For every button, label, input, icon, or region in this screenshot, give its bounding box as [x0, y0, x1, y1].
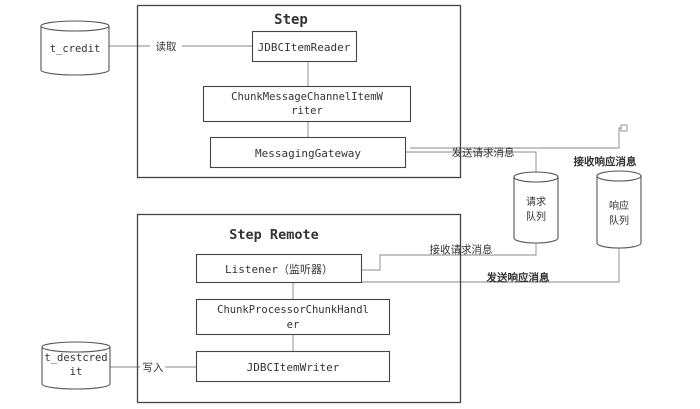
- chunk-writer-label-line1: ChunkMessageChannelItemW: [231, 91, 383, 103]
- junction-marker: [620, 124, 628, 132]
- read-label: 读取: [156, 40, 177, 53]
- chunk-processor-chunk-handler-box: [195, 298, 391, 336]
- jdbc-item-reader-label: JDBCItemReader: [258, 41, 351, 54]
- t-credit-database: t_credit: [40, 20, 110, 76]
- messaging-gateway-label: MessagingGateway: [255, 147, 361, 160]
- step-container: [136, 4, 462, 179]
- t-destcredit-database: t_destcred it: [41, 341, 111, 390]
- response-queue-label-line2: 队列: [609, 214, 629, 227]
- listener-box: [195, 253, 363, 284]
- messaging-gateway-box: [209, 136, 407, 169]
- response-queue-label-line1: 响应: [609, 199, 629, 212]
- jdbc-item-writer-label: JDBCItemWriter: [247, 361, 340, 374]
- request-queue: 请求 队列: [513, 171, 559, 244]
- send-response-connector: [362, 248, 620, 283]
- step-title: Step: [274, 12, 308, 28]
- chunk-message-channel-item-writer-box: [202, 85, 412, 123]
- connectors: [109, 45, 626, 368]
- receive-request-connector: [362, 243, 537, 271]
- listener-label: Listener（监听器）: [225, 263, 333, 276]
- receive-request-label: 接收请求消息: [430, 243, 493, 256]
- t-destcredit-label-line2: it: [70, 366, 83, 378]
- request-queue-label-line2: 队列: [526, 210, 546, 223]
- chunk-writer-label-line2: riter: [291, 105, 323, 117]
- send-response-label: 发送响应消息: [486, 271, 550, 284]
- chunk-handler-label-line2: er: [287, 319, 300, 331]
- t-destcredit-label-line1: t_destcred: [44, 352, 107, 364]
- jdbc-item-writer-box: [195, 350, 391, 383]
- receive-response-connector: [410, 127, 626, 149]
- write-label: 写入: [143, 362, 164, 374]
- request-queue-label-line1: 请求: [526, 195, 546, 208]
- receive-response-label: 接收响应消息: [574, 155, 637, 168]
- send-request-label: 发送请求消息: [452, 146, 515, 159]
- t-credit-label: t_credit: [50, 43, 101, 55]
- response-queue: 响应 队列: [596, 170, 642, 249]
- step-remote-title: Step Remote: [229, 227, 318, 243]
- chunk-handler-label-line1: ChunkProcessorChunkHandl: [217, 304, 369, 316]
- send-request-connector: [405, 151, 537, 172]
- jdbc-item-reader-box: [251, 30, 358, 63]
- step-remote-container: [136, 213, 462, 404]
